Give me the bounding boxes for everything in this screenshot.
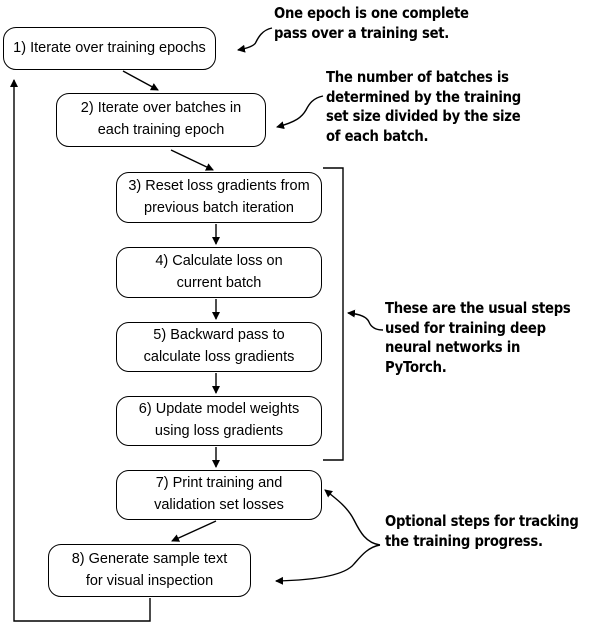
step-5-box: 5) Backward pass to calculate loss gradi… bbox=[116, 322, 322, 372]
callout-arrow-batches bbox=[276, 95, 324, 130]
step-1-box: 1) Iterate over training epochs bbox=[3, 27, 216, 70]
step-3-box: 3) Reset loss gradients from previous ba… bbox=[116, 172, 322, 223]
loop-back-arrow bbox=[10, 79, 151, 622]
callout-arrow-optional-to-step8 bbox=[275, 544, 381, 585]
arrow-step2-to-step3 bbox=[170, 149, 214, 171]
annotation-optional-steps: Optional steps for tracking the training… bbox=[385, 512, 579, 550]
step-8-box: 8) Generate sample text for visual inspe… bbox=[48, 544, 251, 597]
arrow-step7-to-step8 bbox=[171, 520, 217, 542]
step-2-box: 2) Iterate over batches in each training… bbox=[56, 93, 266, 147]
callout-arrow-usual-steps bbox=[347, 309, 384, 331]
annotation-usual-steps: These are the usual steps used for train… bbox=[385, 299, 571, 376]
step-7-box: 7) Print training and validation set los… bbox=[116, 470, 322, 520]
annotation-epoch: One epoch is one complete pass over a tr… bbox=[274, 4, 469, 42]
callout-arrow-optional-to-step7 bbox=[324, 489, 381, 546]
arrow-step1-to-step2 bbox=[122, 70, 159, 91]
step-6-box: 6) Update model weights using loss gradi… bbox=[116, 396, 322, 446]
annotation-batches: The number of batches is determined by t… bbox=[326, 68, 521, 145]
steps-bracket bbox=[323, 167, 344, 461]
callout-arrow-epoch bbox=[237, 27, 273, 53]
step-4-box: 4) Calculate loss on current batch bbox=[116, 247, 322, 298]
